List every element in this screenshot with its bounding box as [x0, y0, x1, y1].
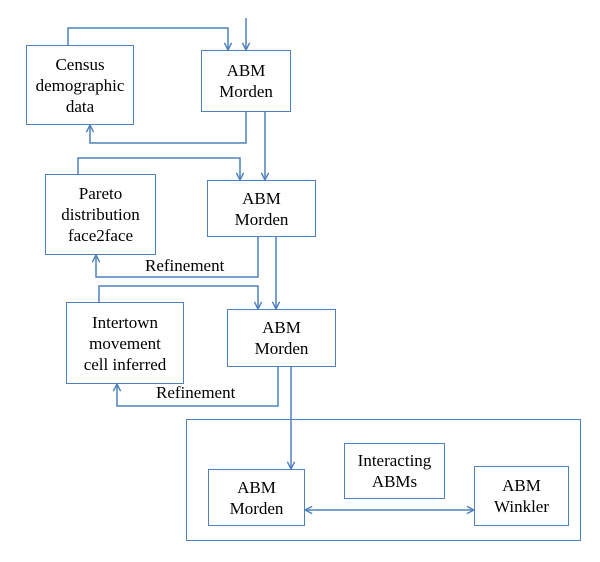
pareto-to-abm2-arrow	[77, 157, 240, 180]
abm-winkler-box: ABM Winkler	[474, 466, 569, 526]
refinement-label-1: Refinement	[145, 256, 225, 275]
census-to-abm1-arrow	[67, 27, 228, 50]
abm-morden-box-2: ABM Morden	[207, 180, 316, 237]
abm2-to-pareto-refinement-arrow	[96, 237, 259, 278]
interacting-abms-box: Interacting ABMs	[344, 443, 445, 499]
abm1-to-census-arrow	[90, 112, 247, 144]
abm-morden-box-4: ABM Morden	[208, 469, 305, 526]
intertown-to-abm3-arrow	[98, 285, 258, 309]
abm3-to-intertown-refinement-arrow	[117, 367, 279, 407]
pareto-distribution-box: Pareto distribution face2face	[45, 174, 156, 255]
abm-morden-box-1: ABM Morden	[201, 50, 291, 112]
interacting-abms-frame	[186, 419, 581, 541]
abm-morden-box-3: ABM Morden	[227, 309, 336, 367]
census-demographic-data-box: Census demographic data	[26, 45, 134, 125]
refinement-label-2: Refinement	[156, 383, 236, 402]
intertown-movement-box: Intertown movement cell inferred	[66, 302, 184, 384]
